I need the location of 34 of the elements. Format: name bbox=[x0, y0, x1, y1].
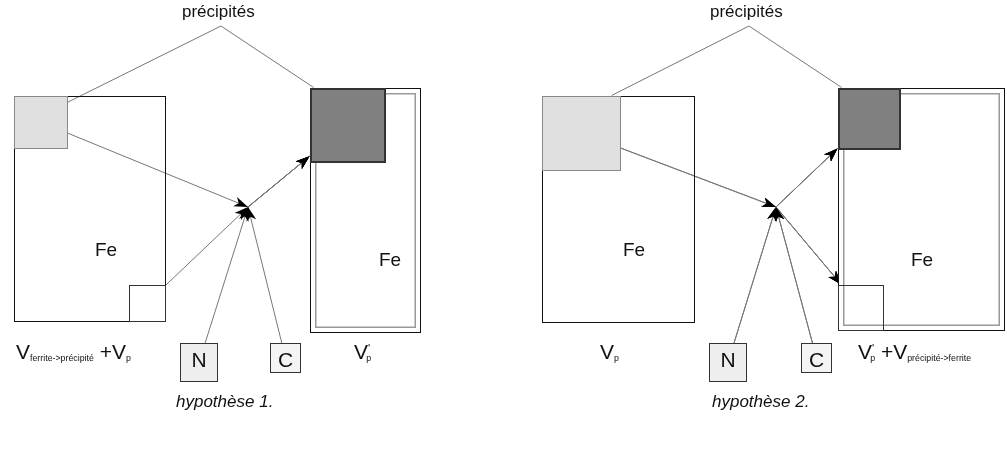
precipitate-square bbox=[309, 87, 386, 163]
grain-label: Fe bbox=[623, 239, 646, 261]
arrow bbox=[246, 155, 310, 344]
formula-label: V$_{ferrite->précipité}$ +V$_{p}$ bbox=[16, 340, 131, 364]
vacancy-square bbox=[837, 284, 884, 331]
ferrite-grain bbox=[310, 88, 421, 333]
ferrite-grain bbox=[838, 88, 1005, 331]
callout-label: précipités bbox=[182, 2, 255, 22]
grain-label: Fe bbox=[379, 249, 402, 271]
leader-line bbox=[748, 25, 843, 88]
caption: hypothèse 2. bbox=[712, 392, 810, 412]
formula-label: V$^{'}$$_{p}$ +V$_{précipité->ferrite}$ bbox=[858, 340, 972, 364]
element-box bbox=[709, 343, 747, 382]
element-symbol: C bbox=[276, 348, 295, 372]
element-box bbox=[801, 343, 832, 373]
leader-line bbox=[67, 25, 222, 103]
leader-line bbox=[611, 25, 750, 96]
element-box bbox=[180, 343, 218, 382]
vacancy-square bbox=[128, 284, 166, 322]
ferrite-grain bbox=[14, 96, 166, 322]
element-box bbox=[270, 343, 301, 373]
caption: hypothèse 1. bbox=[176, 392, 274, 412]
callout-label: précipités bbox=[710, 2, 783, 22]
precipitate-square bbox=[837, 87, 901, 150]
grain-label: Fe bbox=[911, 249, 934, 271]
precipitate-square bbox=[541, 95, 621, 171]
grain-label: Fe bbox=[95, 239, 118, 261]
element-symbol: N bbox=[190, 348, 208, 372]
ferrite-grain bbox=[542, 96, 695, 323]
precipitate-square bbox=[13, 95, 68, 149]
element-symbol: C bbox=[807, 348, 826, 372]
leader-line bbox=[220, 25, 315, 88]
formula-label: V$_{p}$ bbox=[600, 340, 619, 364]
element-symbol: N bbox=[719, 348, 737, 372]
